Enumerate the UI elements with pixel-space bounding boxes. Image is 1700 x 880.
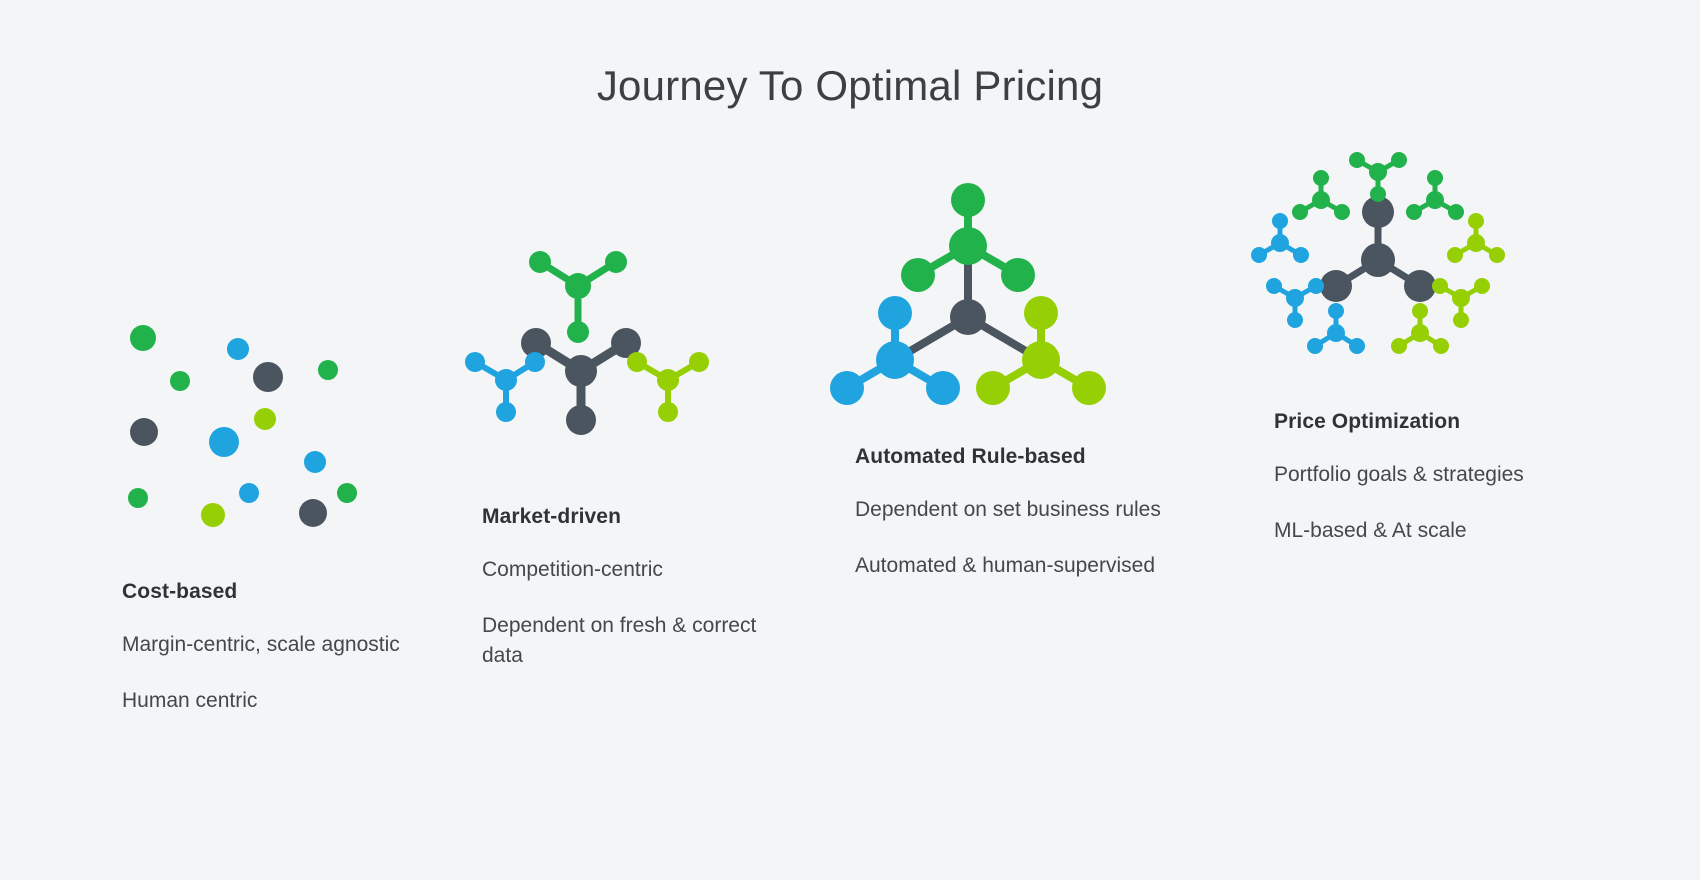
green-branch: [901, 183, 1035, 292]
blue-satellite-top: [1251, 213, 1309, 263]
price-optimization-text: Price Optimization Portfolio goals & str…: [1274, 410, 1634, 546]
market-driven-line-1: Competition-centric: [482, 558, 663, 581]
green-molecule: [529, 251, 627, 343]
lime-satellite-top: [1447, 213, 1505, 263]
automated-rule-based-line-1: Dependent on set business rules: [855, 498, 1161, 521]
cost-based-heading: Cost-based: [122, 580, 238, 603]
dark-molecule: [521, 328, 641, 435]
price-optimization-heading: Price Optimization: [1274, 410, 1461, 433]
dark-core-molecule: [1320, 196, 1436, 302]
blue-molecule: [465, 352, 545, 422]
automated-rule-based-line-2: Automated & human-supervised: [855, 553, 1155, 577]
market-driven-heading: Market-driven: [482, 505, 622, 528]
blue-satellite-middle: [1266, 278, 1324, 328]
blue-branch: [830, 296, 960, 405]
automated-rule-based-text: Automated Rule-based Dependent on set bu…: [855, 445, 1195, 581]
connected-tree-icon: [830, 183, 1106, 405]
central-hub-with-nine-satellites-icon: [1251, 152, 1505, 354]
lime-satellite-bottom: [1391, 303, 1449, 354]
blue-satellite-bottom: [1307, 303, 1365, 354]
page-title: Journey To Optimal Pricing: [596, 62, 1104, 109]
green-satellite-left: [1292, 170, 1350, 220]
market-driven-line-2: Dependent on fresh & correct data: [482, 613, 757, 667]
automated-rule-based-heading: Automated Rule-based: [855, 445, 1086, 468]
lime-satellite-middle: [1432, 278, 1490, 328]
cost-based-line-2: Human centric: [122, 688, 258, 712]
lime-molecule: [627, 352, 709, 422]
price-optimization-line-2: ML-based & At scale: [1274, 518, 1467, 542]
four-separate-molecules-icon: [465, 251, 709, 435]
green-satellite-center: [1349, 152, 1407, 202]
market-driven-text: Market-driven Competition-centric Depend…: [482, 505, 772, 670]
market-driven-graphic: [465, 240, 748, 450]
price-optimization-graphic: [1251, 150, 1505, 360]
price-optimization-line-1: Portfolio goals & strategies: [1274, 463, 1524, 486]
lime-branch: [976, 296, 1106, 405]
cost-based-text: Cost-based Margin-centric, scale agnosti…: [122, 580, 422, 716]
scattered-dots-cluster-icon: [128, 325, 357, 527]
automated-rule-based-graphic: [830, 180, 1106, 405]
green-satellite-right: [1406, 170, 1464, 220]
cost-based-line-1: Margin-centric, scale agnostic: [122, 633, 400, 656]
cost-based-graphic: [100, 300, 360, 527]
